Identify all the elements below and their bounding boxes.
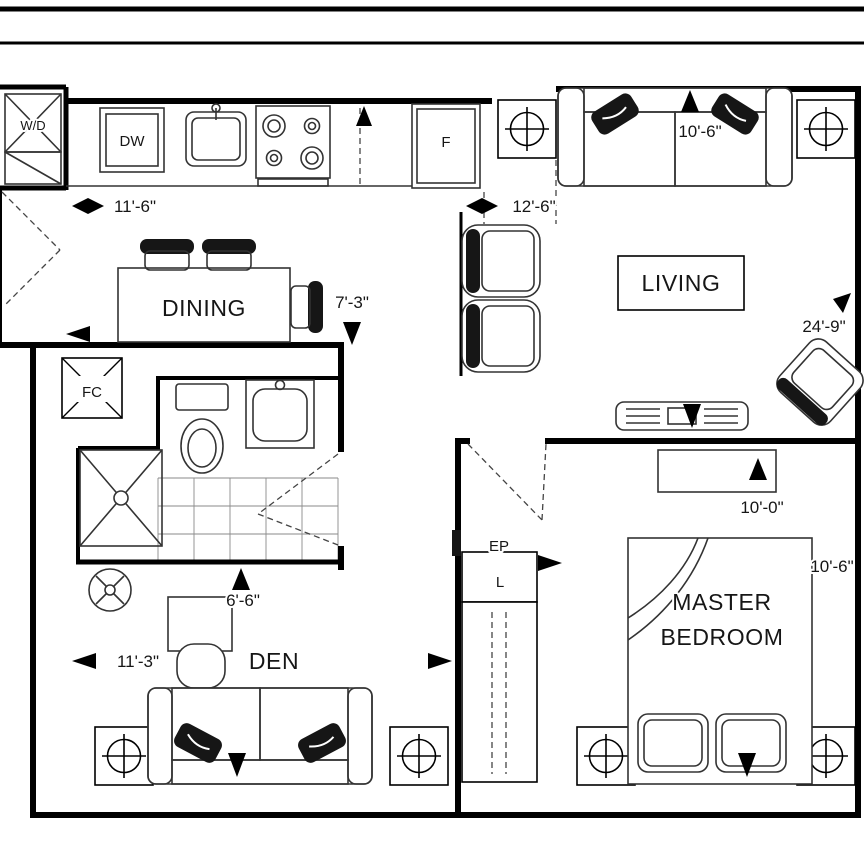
arrow-up-bath — [232, 568, 250, 590]
arrow-up-kitchen — [356, 106, 372, 126]
column-marker — [796, 99, 856, 159]
arrow-left-entry-dim — [466, 198, 482, 214]
labels: 11'-6" 12'-6" 10'-6" 7'-3" 24'-9" 10'-0"… — [18, 116, 855, 676]
dining-label: DINING — [162, 295, 246, 321]
master-bedroom-area — [452, 449, 813, 785]
washer-dryer-label: W/D — [20, 118, 45, 133]
vanity-sink — [245, 379, 315, 449]
arrow-left-wall-step — [66, 326, 90, 342]
fan-coil-label: FC — [82, 384, 102, 401]
dishwasher — [99, 107, 165, 173]
column-marker — [389, 726, 449, 786]
shower — [79, 449, 163, 547]
arrow-down-bed — [738, 753, 756, 777]
fridge-label: F — [441, 134, 450, 151]
stove — [255, 105, 331, 187]
kitchen-area — [4, 93, 481, 189]
fan-coil-unit — [61, 357, 123, 419]
entry-door-swing — [1, 191, 61, 307]
arrow-down-dining — [343, 322, 361, 345]
dining-chair — [202, 239, 256, 271]
den-couch — [147, 687, 373, 785]
arrow-right-kitchen-dim — [88, 198, 104, 214]
arrow-diagonal-living — [833, 293, 851, 313]
building-border — [0, 6, 864, 45]
den-chair — [176, 643, 226, 689]
master-label-line1: MASTER — [672, 589, 771, 615]
arrow-down-console — [683, 404, 701, 428]
dining-set — [117, 239, 323, 343]
den-area — [88, 568, 373, 785]
bathroom-door-swing — [257, 453, 339, 546]
tile-floor — [157, 477, 339, 563]
dim-living-width: 10'-6" — [678, 122, 721, 141]
dishwasher-label: DW — [120, 133, 146, 150]
oven-handle — [257, 178, 329, 187]
dining-chair — [140, 239, 194, 271]
electrical-panel-label: EP — [489, 538, 509, 555]
bed — [627, 537, 813, 785]
column-marker — [576, 726, 636, 786]
armchair — [461, 299, 541, 373]
den-desk — [167, 596, 233, 652]
fridge — [411, 103, 481, 189]
dim-dining: 7'-3" — [335, 293, 369, 312]
master-door-swing — [467, 443, 547, 521]
dim-bathroom: 6'-6" — [226, 591, 260, 610]
pillow — [637, 713, 709, 773]
arrow-up-master — [749, 458, 767, 480]
arrow-down-couch — [228, 753, 246, 777]
ceiling-fixture — [88, 568, 132, 612]
dining-chair — [290, 281, 323, 333]
arrow-left-kitchen-dim — [72, 198, 88, 214]
accent-chair — [776, 338, 864, 426]
armchair — [461, 224, 541, 298]
arrow-right-ep — [538, 555, 562, 571]
living-label-box — [617, 255, 745, 311]
electrical-panel — [452, 530, 461, 556]
dim-den: 11'-3" — [117, 652, 159, 671]
living-sofa — [557, 87, 793, 187]
dim-living-length: 24'-9" — [802, 317, 845, 336]
living-label: LIVING — [641, 270, 720, 296]
washer-dryer-unit — [4, 93, 62, 185]
linen-closet — [461, 551, 538, 783]
dimension-arrows — [66, 90, 851, 777]
linen-label: L — [496, 574, 504, 591]
dim-master-depth: 10'-6" — [810, 557, 853, 576]
toilet — [175, 383, 229, 474]
den-label: DEN — [249, 648, 299, 674]
arrow-right-entry-dim — [482, 198, 498, 214]
column-marker — [497, 99, 557, 159]
dining-table — [117, 267, 291, 343]
dim-master-width: 10'-0" — [740, 498, 783, 517]
master-label-line2: BEDROOM — [660, 624, 783, 650]
dim-entry: 12'-6" — [512, 197, 555, 216]
bathroom — [79, 379, 315, 547]
arrow-left-den — [72, 653, 96, 669]
tv-console — [615, 401, 749, 431]
pillow — [715, 713, 787, 773]
dim-kitchen: 11'-6" — [114, 197, 156, 216]
arrow-up-living — [681, 90, 699, 112]
arrow-right-den — [428, 653, 452, 669]
column-marker — [94, 726, 154, 786]
kitchen-sink — [185, 103, 247, 167]
